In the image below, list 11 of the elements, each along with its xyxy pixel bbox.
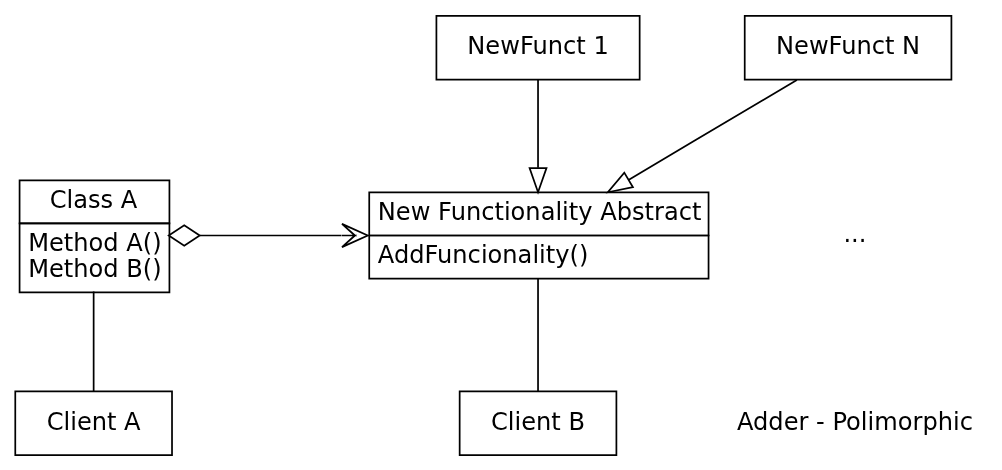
arrow	[167, 222, 369, 248]
arrow	[528, 78, 548, 195]
connector	[537, 277, 539, 392]
node-box: NewFunct N	[743, 14, 953, 80]
node-box: NewFunct 1	[435, 14, 641, 80]
node-box: Client A	[14, 390, 173, 456]
node-box: Client B	[458, 390, 618, 456]
arrow	[605, 78, 798, 194]
label: Adder - Polimorphic	[736, 407, 973, 436]
label: ...	[843, 219, 867, 248]
connector	[92, 290, 95, 392]
